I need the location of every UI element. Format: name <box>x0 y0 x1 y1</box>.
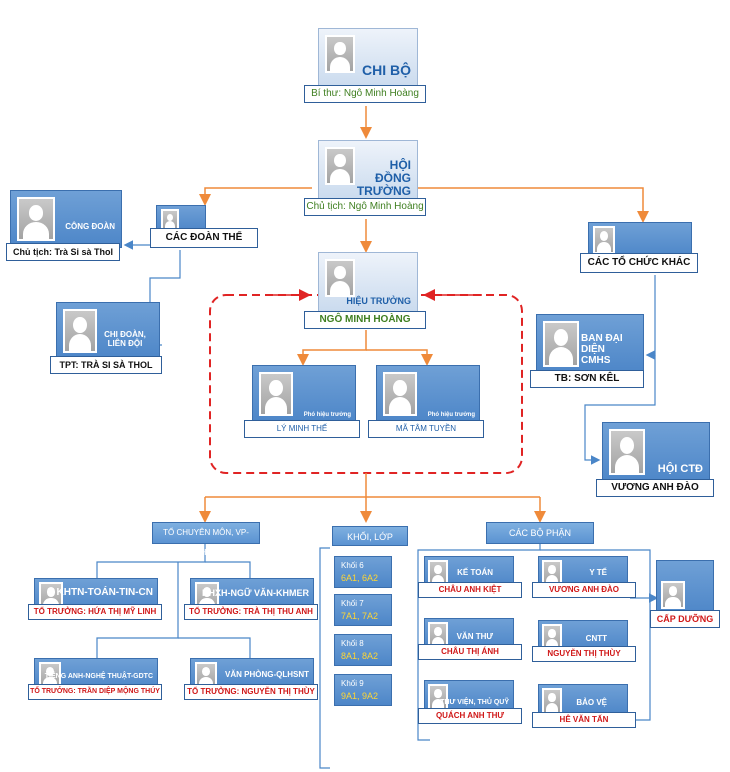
deputy-title: Phó hiệu trưởng <box>427 412 475 418</box>
hoi-dong-card: HỘI ĐỒNG TRƯỜNG <box>318 140 418 202</box>
hoi-ctd-card: HỘI CTĐ <box>602 422 710 484</box>
cac-bo-phan-header: CÁC BỘ PHẬN <box>486 522 594 544</box>
unit-caption: CHÂU THỊ ÁNH <box>418 644 522 660</box>
department-caption: TỔ TRƯỞNG: HỨA THỊ MỸ LINH <box>28 604 162 620</box>
unit-caption: QUÁCH ANH THƯ <box>418 708 522 724</box>
unit-title: CNTT <box>585 634 607 643</box>
unit-title: VĂN THƯ <box>456 632 493 641</box>
hoi-ctd-caption: VƯƠNG ANH ĐÀO <box>596 479 714 497</box>
unit-caption: CHÂU ANH KIỆT <box>418 582 522 598</box>
grade-card: Khối 8 8A1, 8A2 <box>334 634 392 666</box>
chi-bo-card: CHI BỘ <box>318 28 418 90</box>
person-avatar-icon <box>325 35 355 73</box>
ban-dai-dien-caption: TB: SƠN KÊL <box>530 370 644 388</box>
grade-name: Khối 9 <box>341 679 364 688</box>
person-avatar-icon <box>428 560 448 586</box>
grade-card: Khối 9 9A1, 9A2 <box>334 674 392 706</box>
cac-to-chuc-khac-card <box>588 222 692 258</box>
cac-to-chuc-khac-caption: CÁC TỔ CHỨC KHÁC <box>580 253 698 273</box>
department-title: KHXH-NGỮ VĂN-KHMER <box>202 588 309 598</box>
hoi-dong-caption: Chủ tịch: Ngô Minh Hoàng <box>304 198 426 216</box>
person-avatar-icon <box>609 429 645 475</box>
ban-dai-dien-title: BAN ĐẠI DIỆN CMHS <box>581 333 623 366</box>
deputy-card-2: Phó hiệu trưởng <box>376 365 480 423</box>
person-avatar-icon <box>39 662 61 688</box>
deputy-title: Phó hiệu trưởng <box>303 412 351 418</box>
cap-duong-card <box>656 560 714 616</box>
cong-doan-title: CÔNG ĐOÀN <box>65 222 115 231</box>
hieu-truong-caption: NGÔ MINH HOÀNG <box>304 311 426 329</box>
ban-dai-dien-card: BAN ĐẠI DIỆN CMHS <box>536 314 644 374</box>
person-avatar-icon <box>195 662 217 688</box>
unit-caption: VƯƠNG ANH ĐÀO <box>532 582 636 598</box>
hoi-ctd-title: HỘI CTĐ <box>657 463 703 475</box>
grade-classes: 8A1, 8A2 <box>341 651 379 661</box>
person-avatar-icon <box>593 226 615 254</box>
unit-title: THƯ VIỆN, THỦ QUỸ <box>440 699 509 706</box>
grade-name: Khối 6 <box>341 561 364 570</box>
chi-doan-card: CHI ĐOÀN, LIÊN ĐỘI <box>56 302 160 360</box>
deputy-card-1: Phó hiệu trưởng <box>252 365 356 423</box>
department-caption: TỔ TRƯỞNG: TRẦN DIỆP MỘNG THÚY <box>28 684 162 700</box>
chi-doan-title: CHI ĐOÀN, LIÊN ĐỘI <box>104 330 146 348</box>
person-avatar-icon <box>259 372 293 416</box>
person-avatar-icon <box>542 688 562 714</box>
person-avatar-icon <box>325 259 355 297</box>
department-title: TIẾNG ANH-NGHỆ THUẬT-GDTC <box>44 673 153 680</box>
cong-doan-card: CÔNG ĐOÀN <box>10 190 122 248</box>
unit-caption: HÊ VĂN TẤN <box>532 712 636 728</box>
person-avatar-icon <box>325 147 355 185</box>
person-avatar-icon <box>543 321 579 367</box>
department-caption: TỔ TRƯỞNG: TRÀ THỊ THU ANH <box>184 604 318 620</box>
unit-title: Y TẾ <box>589 568 607 577</box>
cong-doan-caption: Chủ tịch: Trà Si sà Thol <box>6 243 120 261</box>
chi-doan-caption: TPT: TRÀ SI SÀ THOL <box>50 356 162 374</box>
department-title: VĂN PHÒNG-QLHSNT <box>225 670 309 679</box>
grade-classes: 7A1, 7A2 <box>341 611 379 621</box>
person-avatar-icon <box>542 624 562 650</box>
cap-duong-caption: CẤP DƯỠNG <box>650 610 720 628</box>
deputy-caption: LÝ MINH THẾ <box>244 420 360 438</box>
deputy-caption: MÃ TÂM TUYỀN <box>368 420 484 438</box>
unit-title: BẢO VỆ <box>576 698 607 707</box>
khoi-lop-header: KHỐI, LỚP <box>332 526 408 546</box>
person-avatar-icon <box>383 372 417 416</box>
grade-card: Khối 7 7A1, 7A2 <box>334 594 392 626</box>
chi-bo-caption: Bí thư: Ngô Minh Hoàng <box>304 85 426 103</box>
hieu-truong-card: HIỆU TRƯỞNG <box>318 252 418 314</box>
grade-card: Khối 6 6A1, 6A2 <box>334 556 392 588</box>
person-avatar-icon <box>63 309 97 353</box>
grade-name: Khối 8 <box>341 639 364 648</box>
grade-name: Khối 7 <box>341 599 364 608</box>
unit-title: KẾ TOÁN <box>457 568 493 577</box>
unit-caption: NGUYỄN THỊ THÙY <box>532 646 636 662</box>
department-caption: TỔ TRƯỞNG: NGUYỄN THỊ THÙY <box>184 684 318 700</box>
cac-doan-the-caption: CÁC ĐOÀN THỂ <box>150 228 258 248</box>
chi-bo-title: CHI BỘ <box>362 62 411 78</box>
grade-classes: 6A1, 6A2 <box>341 573 379 583</box>
hieu-truong-title: HIỆU TRƯỞNG <box>346 296 411 306</box>
to-chuyen-mon-header: TỔ CHUYÊN MÔN, VP-QLHSNT <box>152 522 260 557</box>
person-avatar-icon <box>17 197 55 241</box>
grade-classes: 9A1, 9A2 <box>341 691 379 701</box>
hoi-dong-title: HỘI ĐỒNG TRƯỜNG <box>356 158 411 199</box>
department-title: KHTN-TOÁN-TIN-CN <box>56 587 153 598</box>
person-avatar-icon <box>661 581 685 609</box>
